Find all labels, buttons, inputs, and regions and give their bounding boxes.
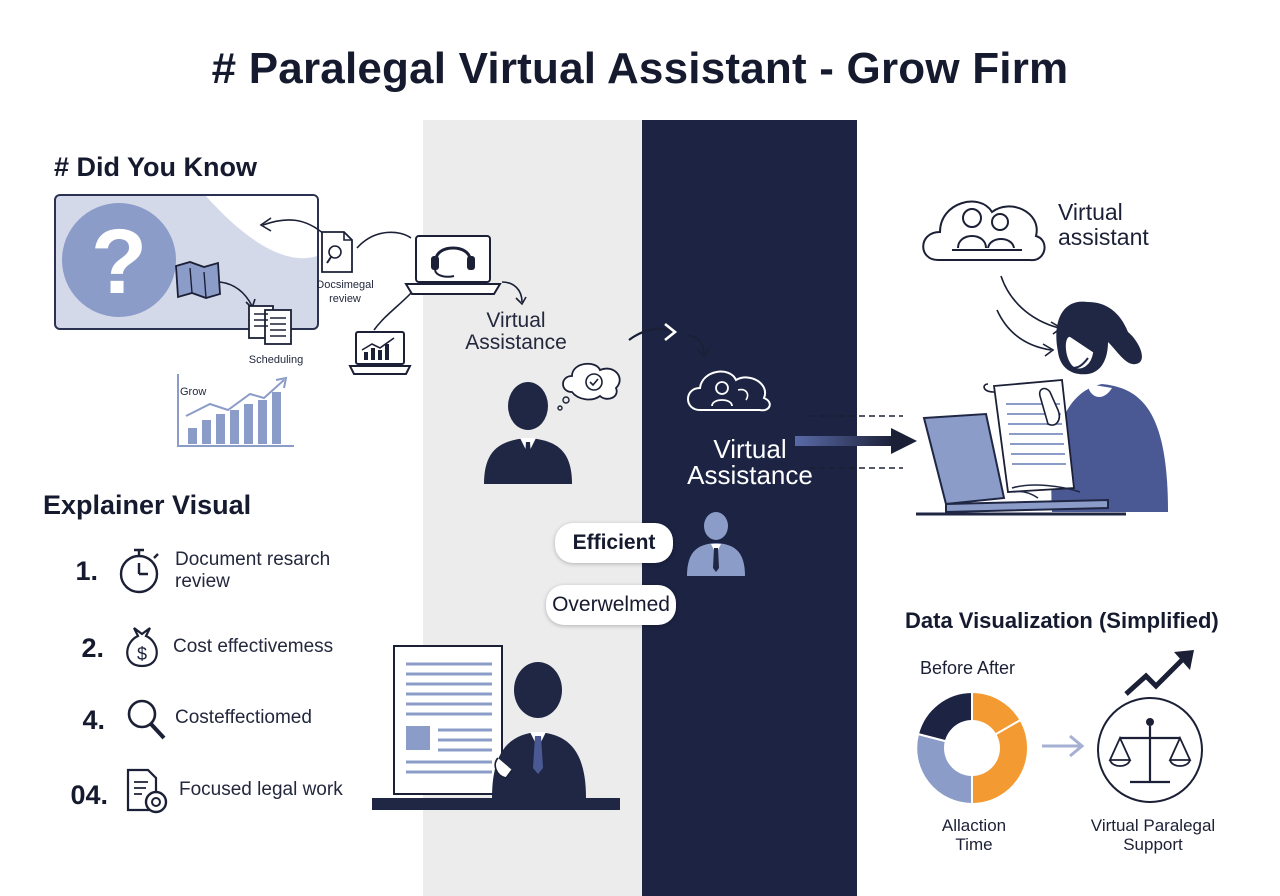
explainer-item-number: 1. [75, 556, 98, 586]
folded-map-icon [175, 261, 221, 299]
doc-review-label: Docsimegal review [316, 279, 374, 305]
laptop-chart-icon [348, 331, 412, 375]
efficient-pill: Efficient [555, 523, 673, 563]
explainer-item-text: Cost effectivemess [173, 636, 334, 657]
curl-arrow [501, 281, 527, 306]
connector-arrow-lower [373, 291, 413, 331]
virtual-assistance-label-2: Virtual Assistance [687, 434, 813, 490]
did-you-know-heading: # Did You Know [54, 152, 258, 182]
dashed-arrow [795, 415, 917, 469]
virtual-assistant-label: Virtual assistant [1058, 199, 1149, 250]
right-arrow-icon [1042, 734, 1085, 758]
stopwatch-icon [119, 548, 159, 594]
thought-bubble-icon [557, 362, 621, 411]
cloud-team-icon [922, 200, 1046, 262]
curl-arrow-dark [685, 334, 710, 358]
magnifier-icon [127, 699, 166, 740]
allocation-donut-chart [915, 690, 1029, 806]
document-search-icon [321, 231, 353, 273]
explainer-item-number: 2. [81, 633, 104, 663]
grow-bar-chart-icon [177, 374, 294, 447]
svg-text:$: $ [137, 644, 147, 664]
explainer-item-number: 04. [70, 780, 108, 810]
virtual-assistance-label-1: Virtual Assistance [465, 309, 567, 354]
woman-at-laptop-illustration [916, 301, 1168, 516]
white-arrow [628, 322, 678, 342]
explainer-item-number: 4. [82, 705, 105, 735]
grow-label: Grow [180, 386, 207, 398]
overwhelmed-pill: Overwelmed [546, 585, 676, 625]
explainer-item-text: Costeffectiomed [175, 707, 312, 728]
document-reader-illustration [372, 645, 620, 810]
page-title: # Paralegal Virtual Assistant - Grow Fir… [211, 44, 1069, 93]
documents-icon [248, 305, 292, 345]
allocation-time-label: Allaction Time [941, 816, 1007, 854]
document-gear-icon [126, 768, 168, 814]
money-bag-icon: $ [126, 627, 158, 668]
back-arrow [259, 217, 326, 236]
dark-center-panel [642, 120, 857, 896]
before-after-label: Before After [920, 658, 1016, 678]
scales-trend-icon [1097, 650, 1203, 803]
svg-text:?: ? [91, 211, 147, 313]
data-viz-heading: Data Visualization (Simplified) [905, 608, 1219, 633]
explainer-item-text: Document resarch review [175, 549, 331, 592]
question-mark-icon: ? [62, 203, 176, 317]
explainer-heading: Explainer Visual [43, 490, 252, 520]
virtual-paralegal-support-label: Virtual Paralegal Support [1090, 816, 1216, 854]
explainer-item-text: Focused legal work [179, 779, 343, 800]
businessman-icon [484, 382, 572, 484]
cloud-assistant-icon [687, 370, 771, 412]
scheduling-label: Scheduling [248, 354, 304, 366]
person-icon-small [687, 512, 745, 576]
connector-arrow [356, 231, 412, 249]
headset-laptop-icon [404, 235, 502, 295]
